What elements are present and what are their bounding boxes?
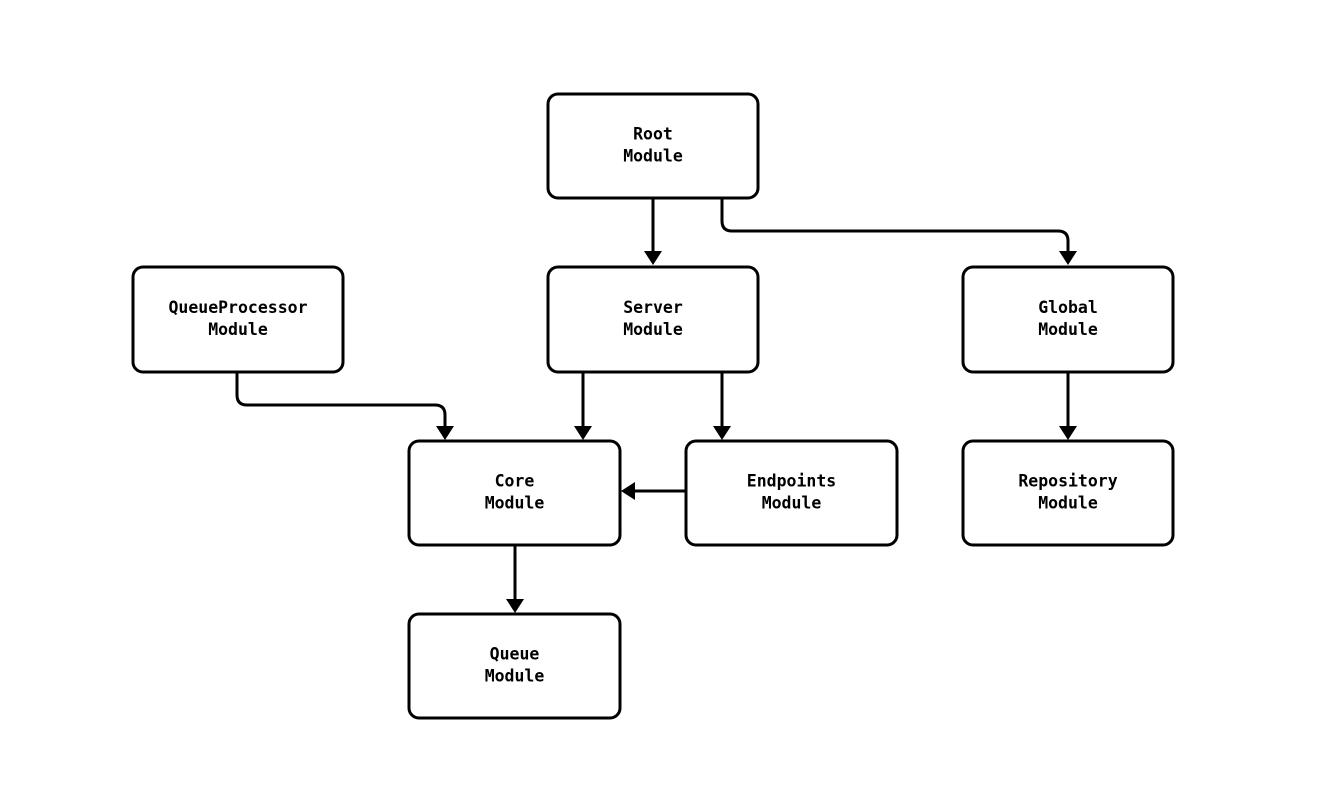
node-label-secondary: Module (1038, 494, 1098, 513)
node-label-secondary: Module (485, 494, 545, 513)
node-label-primary: Root (633, 125, 673, 144)
nodes-layer: RootModuleQueueProcessorModuleServerModu… (131, 92, 1175, 720)
node-box[interactable] (131, 265, 345, 374)
edge-endpoints-to-core (621, 482, 686, 500)
node-label-secondary: Module (762, 494, 822, 513)
node-label-secondary: Module (623, 147, 683, 166)
node-label-secondary: Module (623, 320, 683, 339)
node-box[interactable] (546, 265, 760, 374)
node-label-secondary: Module (485, 667, 545, 686)
arrow-head-icon (713, 426, 731, 440)
node-box[interactable] (961, 265, 1175, 374)
arrow-head-icon (1059, 426, 1077, 440)
arrow-head-icon (621, 482, 635, 500)
node-box[interactable] (961, 439, 1175, 547)
node-label-secondary: Module (208, 320, 268, 339)
edge-root-to-server (644, 198, 662, 265)
edge-root-to-global (720, 198, 1077, 265)
node-label-primary: Endpoints (747, 472, 836, 491)
edges-layer (235, 198, 1077, 613)
edge-global-to-repository (1059, 372, 1077, 440)
node-label-secondary: Module (1038, 320, 1098, 339)
node-label-primary: Queue (490, 645, 540, 664)
edge-line (235, 372, 447, 427)
node-label-primary: QueueProcessor (168, 298, 307, 317)
edge-core-to-queue (506, 545, 524, 613)
node-label-primary: Core (495, 472, 535, 491)
edge-line (720, 198, 1070, 252)
node-box[interactable] (407, 612, 622, 720)
edge-server-to-endpoints (713, 372, 731, 440)
node-label-primary: Server (623, 298, 683, 317)
edge-server-to-core (574, 372, 592, 440)
arrow-head-icon (644, 251, 662, 265)
node-label-primary: Repository (1018, 472, 1117, 491)
node-label-primary: Global (1038, 298, 1098, 317)
arrow-head-icon (574, 426, 592, 440)
arrow-head-icon (436, 426, 454, 440)
arrow-head-icon (506, 599, 524, 613)
arrow-head-icon (1059, 251, 1077, 265)
edge-queueprocessor-to-core (235, 372, 454, 440)
node-box[interactable] (407, 439, 622, 547)
node-box[interactable] (684, 439, 899, 547)
node-box[interactable] (546, 92, 760, 200)
